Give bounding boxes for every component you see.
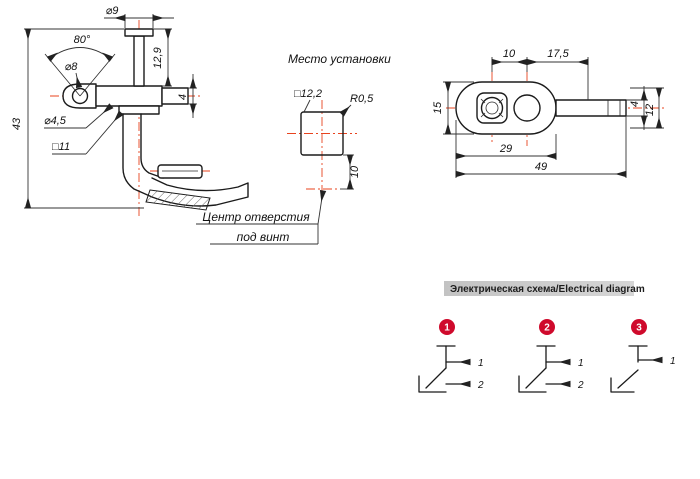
dim-sq122-label: □12,2 [294, 88, 322, 100]
circuit-1-number-badge [439, 319, 455, 335]
dim-17-5-label: 17,5 [547, 48, 569, 60]
dim-d45-label: ⌀4,5 [44, 115, 67, 127]
top-view-part [455, 81, 627, 135]
dim-29: 29 [455, 120, 557, 178]
dim-12: 12 [630, 87, 664, 129]
circuit-2-terminal-2: 2 [577, 380, 584, 391]
dim-10-top: 10 [491, 48, 528, 72]
dim-10-install-label: 10 [349, 165, 361, 178]
dim-49-label: 49 [535, 161, 547, 173]
screw-center-note: Центр отверстия под винт [196, 190, 327, 245]
circuit-3: 3 1 [610, 319, 676, 393]
dim-d45: ⌀4,5 [44, 103, 114, 129]
dim-angle-label: 80° [74, 34, 91, 46]
panel-hatch-section [145, 189, 211, 211]
dim-d9-label: ⌀9 [106, 5, 119, 17]
circuit-2-terminal-1: 1 [578, 358, 584, 369]
note-line2: под винт [237, 230, 290, 244]
dim-d8: ⌀8 [65, 61, 83, 89]
note-line1: Центр отверстия [202, 210, 310, 224]
circuit-1-terminal-2: 2 [477, 380, 484, 391]
dim-4-left-label: 4 [177, 94, 189, 100]
dim-15-label: 15 [432, 101, 444, 114]
circuit-2-number-badge [539, 319, 555, 335]
dim-d8-label: ⌀8 [65, 61, 79, 73]
installation-view: Место установки □12,2 R0,5 10 [196, 52, 391, 245]
circuit-2: 2 1 2 [518, 319, 584, 393]
dim-43: 43 [11, 28, 144, 209]
dim-sq11-label: □11 [52, 141, 70, 153]
circuit-3-terminal-1: 1 [670, 356, 676, 367]
dim-12-9-label: 12,9 [152, 47, 164, 68]
dim-4-left: 4 [177, 74, 197, 118]
dim-d9: ⌀9 [104, 5, 174, 28]
dim-10-install: 10 [340, 154, 361, 190]
dim-10-top-label: 10 [503, 48, 516, 60]
dim-angle-80: 80° [46, 34, 114, 62]
side-view-part [44, 28, 249, 211]
dim-r05-label: R0,5 [350, 93, 374, 105]
dim-43-label: 43 [11, 117, 23, 130]
dim-sq11: □11 [52, 110, 124, 155]
dim-r05: R0,5 [339, 93, 374, 117]
dim-17-5: 17,5 [526, 48, 589, 100]
electrical-diagrams: Электрическая схема/Electrical diagram 1… [418, 281, 676, 393]
electrical-header-bar [444, 281, 634, 296]
dim-29-label: 29 [499, 143, 512, 155]
side-view-drawing: 43 ⌀9 80° ⌀8 12,9 [11, 5, 249, 218]
dim-15: 15 [432, 81, 474, 135]
installation-title: Место установки [288, 52, 391, 66]
dim-12-label: 12 [644, 104, 656, 116]
dim-49: 49 [455, 116, 627, 178]
circuit-1-number: 1 [444, 323, 450, 334]
top-view-drawing: 10 17,5 15 29 49 [432, 48, 664, 178]
circuit-1-terminal-1: 1 [478, 358, 484, 369]
dim-sq122: □12,2 [294, 88, 322, 113]
circuit-1: 1 1 2 [418, 319, 484, 393]
electrical-header-label: Электрическая схема/Electrical diagram [450, 284, 645, 295]
dim-12-9: 12,9 [152, 28, 172, 87]
dim-4-top-label: 4 [629, 101, 641, 107]
circuit-3-number-badge [631, 319, 647, 335]
mounting-square-cutout [300, 111, 344, 156]
circuit-2-number: 2 [544, 323, 550, 334]
circuit-3-number: 3 [636, 323, 642, 334]
